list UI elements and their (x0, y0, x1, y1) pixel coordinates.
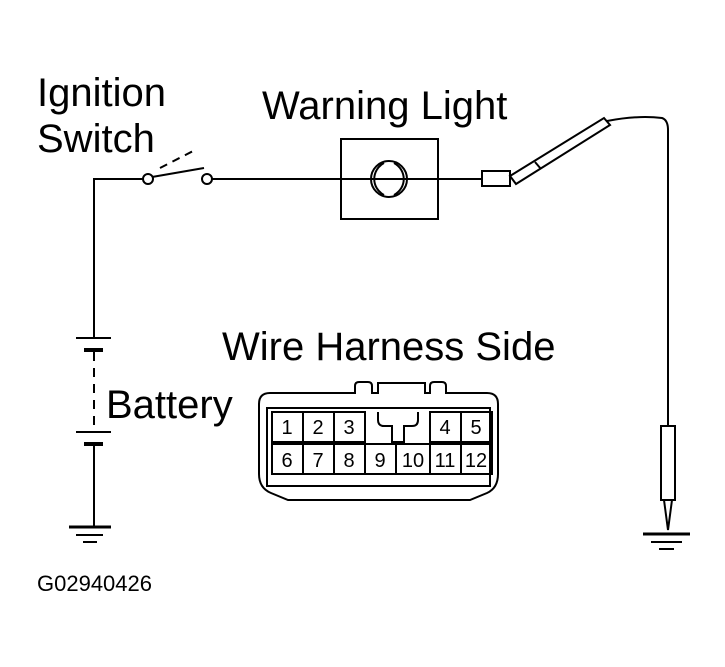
wire-probe-lead (606, 116, 669, 426)
connector-cavity-12 (460, 443, 493, 475)
switch-contact-left (142, 173, 154, 185)
pin-label-5: 5 (470, 417, 481, 439)
ignition-label-line2: Switch (37, 117, 155, 161)
lamp-bulb (370, 160, 408, 198)
pin-label-8: 8 (343, 450, 354, 472)
connector-lock-tab (364, 412, 431, 443)
pin-label-4: 4 (439, 417, 450, 439)
pin-label-10: 10 (402, 450, 424, 472)
warning-light-label: Warning Light (262, 84, 508, 128)
switch-contact-right (201, 173, 213, 185)
pin-label-1: 1 (281, 417, 292, 439)
pin-label-6: 6 (281, 450, 292, 472)
connector-cavity-5 (460, 411, 493, 443)
wire-harness-side-label: Wire Harness Side (222, 325, 556, 369)
terminal-connector (481, 170, 511, 187)
pin-label-9: 9 (374, 450, 385, 472)
probe-handle-right (660, 425, 676, 501)
switch-blade-dashed (159, 148, 198, 169)
battery-label: Battery (106, 383, 233, 427)
pin-label-11: 11 (435, 450, 456, 472)
pin-label-7: 7 (312, 450, 323, 472)
connector-inner (266, 407, 491, 487)
pin-label-2: 2 (312, 417, 323, 439)
lamp-filament (373, 162, 405, 196)
warning-light-box (340, 138, 439, 220)
pin-label-12: 12 (465, 450, 487, 472)
wire-left (93, 178, 148, 338)
probe-tip-right (663, 499, 673, 531)
pin-label-3: 3 (343, 417, 354, 439)
switch-blade (151, 167, 205, 178)
ignition-label-line1: Ignition (37, 71, 166, 115)
probe-body (508, 116, 612, 186)
probe-grip-line (534, 161, 542, 170)
connector-housing (258, 381, 499, 501)
figure-code: G02940426 (37, 571, 152, 596)
